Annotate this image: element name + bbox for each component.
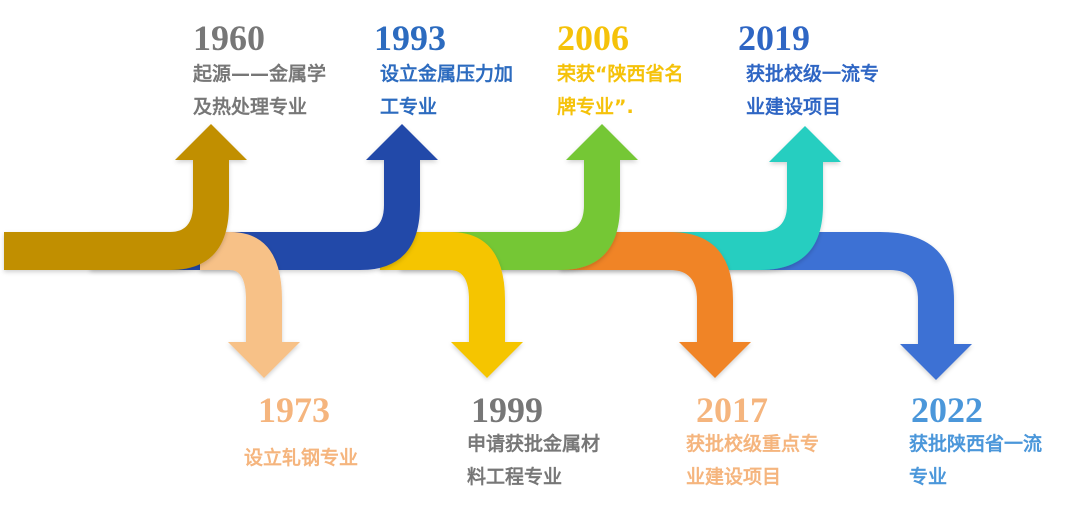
- description-line: 设立金属压力加: [380, 63, 514, 85]
- description-line: 设立轧钢专业: [244, 447, 359, 469]
- milestone-year: 2017: [696, 390, 768, 430]
- arrow-1999: [380, 232, 523, 378]
- description-line: 起源——金属学: [193, 63, 327, 85]
- description-line: 牌专业”.: [557, 96, 634, 118]
- milestone-description: 获批陕西省一流 专业: [909, 428, 1042, 494]
- description-line: 料工程专业: [467, 466, 563, 488]
- milestone-description: 起源——金属学 及热处理专业: [193, 58, 326, 124]
- description-line: 获批陕西省一流: [909, 433, 1043, 455]
- milestone-2017: 2017 获批校级重点专 业建设项目: [686, 392, 819, 494]
- milestone-year: 2019: [738, 18, 810, 58]
- milestone-year: 1993: [374, 18, 446, 58]
- arrow-1960: [4, 124, 247, 270]
- description-line: 及热处理专业: [193, 96, 308, 118]
- milestone-1973: 1973 设立轧钢专业: [244, 392, 358, 475]
- milestone-2022: 2022 获批陕西省一流 专业: [909, 392, 1042, 494]
- milestone-year: 1999: [471, 390, 543, 430]
- milestone-2019: 2019 获批校级一流专 业建设项目: [738, 20, 879, 124]
- milestone-year: 2006: [557, 18, 629, 58]
- milestone-description: 获批校级重点专 业建设项目: [686, 428, 819, 494]
- description-line: 业建设项目: [686, 466, 782, 488]
- description-line: 专业: [909, 466, 948, 488]
- milestone-year: 1960: [193, 18, 265, 58]
- milestone-year: 1973: [258, 390, 330, 430]
- description-line: 获批校级一流专: [746, 63, 880, 85]
- milestone-1999: 1999 申请获批金属材 料工程专业: [467, 392, 600, 494]
- milestone-year: 2022: [911, 390, 983, 430]
- milestone-description: 获批校级一流专 业建设项目: [746, 58, 879, 124]
- milestone-description: 申请获批金属材 料工程专业: [467, 428, 600, 494]
- description-line: 荣获“陕西省名: [557, 63, 684, 85]
- description-line: 工专业: [380, 96, 438, 118]
- description-line: 获批校级重点专: [686, 433, 820, 455]
- milestone-description: 荣获“陕西省名 牌专业”.: [557, 58, 684, 124]
- milestone-description: 设立金属压力加 工专业: [380, 58, 513, 124]
- description-line: 申请获批金属材: [467, 433, 601, 455]
- milestone-2006: 2006 荣获“陕西省名 牌专业”.: [557, 20, 684, 124]
- description-line: 业建设项目: [746, 96, 842, 118]
- milestone-description: 设立轧钢专业: [244, 442, 358, 475]
- arrow-1973: [200, 232, 300, 378]
- milestone-1993: 1993 设立金属压力加 工专业: [374, 20, 513, 124]
- milestone-1960: 1960 起源——金属学 及热处理专业: [193, 20, 326, 124]
